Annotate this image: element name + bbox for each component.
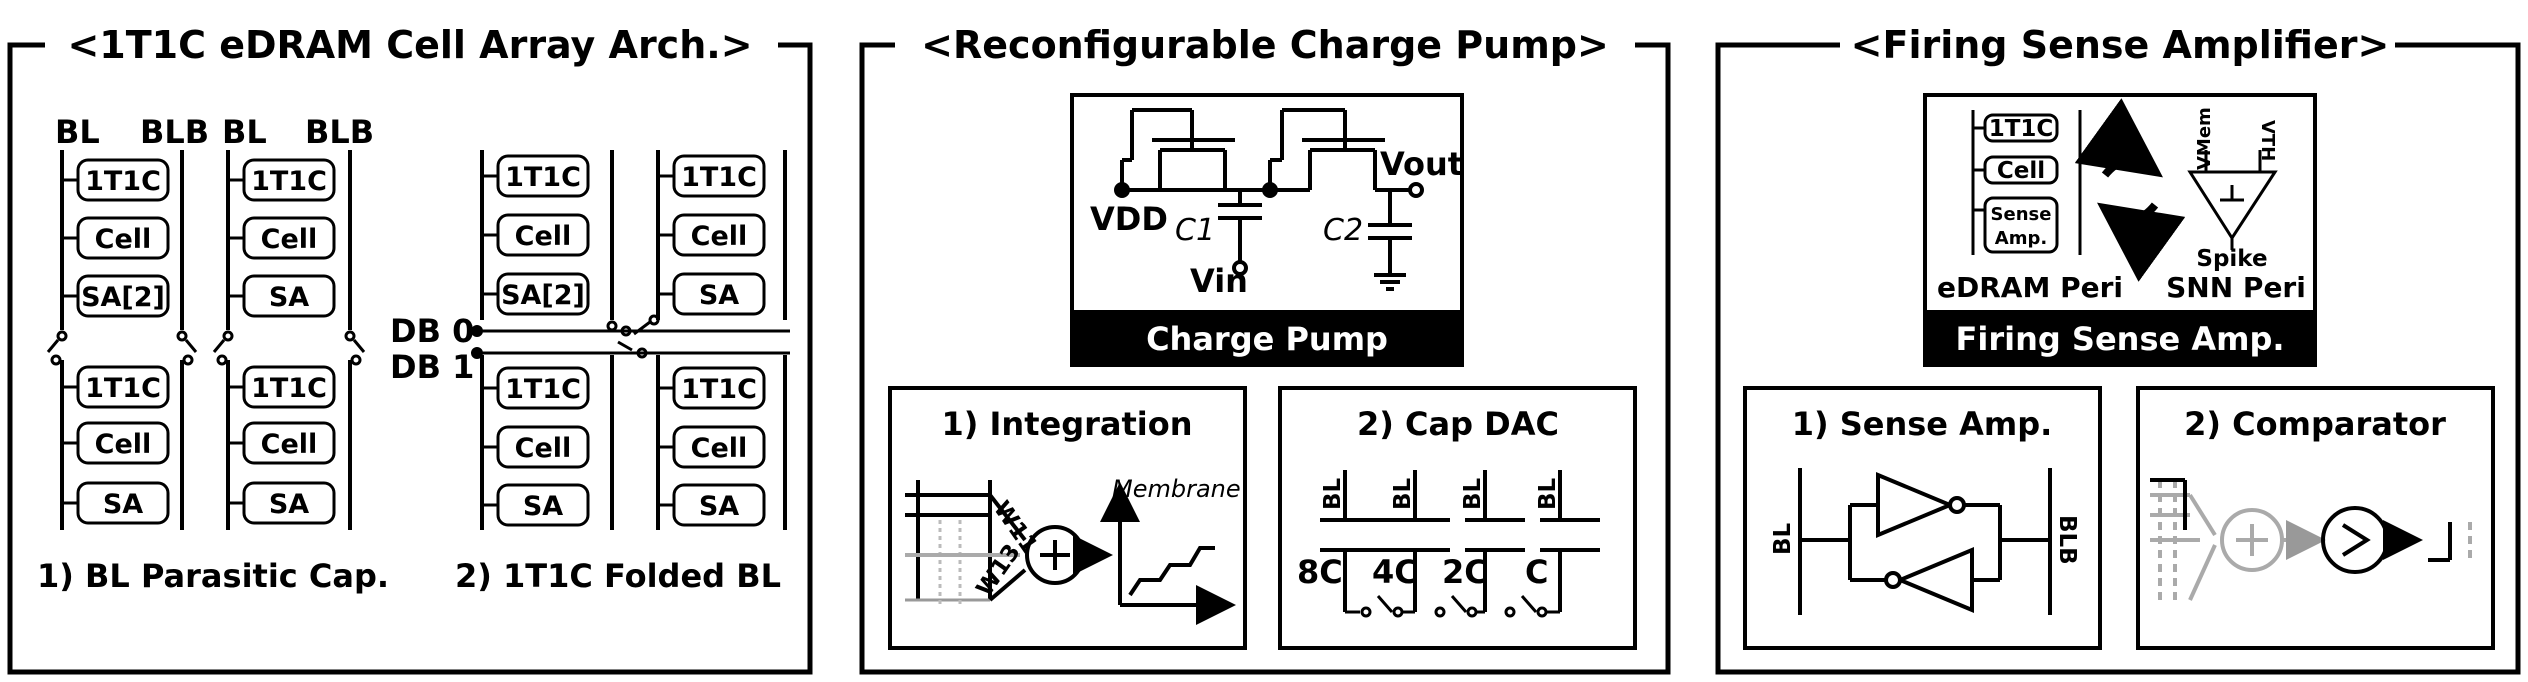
cell-label: Cell bbox=[95, 429, 152, 460]
spike-comparator-icon bbox=[2187, 150, 2278, 250]
cell-1t1c-label: 1T1C bbox=[505, 162, 581, 193]
bl-label: BL bbox=[55, 113, 100, 151]
charge-pump-banner bbox=[1072, 310, 1462, 365]
fsa-banner-text: Firing Sense Amp. bbox=[1956, 320, 2285, 358]
c2-label: C2 bbox=[1323, 213, 1363, 248]
charge-pump-banner-text: Charge Pump bbox=[1146, 320, 1388, 358]
db1-label: DB 1 bbox=[390, 348, 474, 386]
cell-1t1c-label: 1T1C bbox=[251, 373, 327, 404]
cell-label: Cell bbox=[515, 433, 572, 464]
sense-amp-title: 1) Sense Amp. bbox=[1792, 405, 2053, 443]
cell-label: Cell bbox=[95, 224, 152, 255]
comparator-box bbox=[2136, 386, 2495, 650]
fsa-1t1c-label: 1T1C bbox=[1989, 116, 2054, 142]
vmem-label: VMem bbox=[2194, 107, 2215, 170]
edram-sub1-caption: 1) BL Parasitic Cap. bbox=[37, 557, 389, 595]
edram-panel-title: <1T1C eDRAM Cell Array Arch.> bbox=[67, 23, 752, 67]
cap-dac-title: 2) Cap DAC bbox=[1357, 405, 1559, 443]
vin-label: Vin bbox=[1190, 262, 1248, 300]
pump-panel-title: <Reconfigurable Charge Pump> bbox=[921, 23, 1609, 67]
cell-1t1c-label: 1T1C bbox=[251, 166, 327, 197]
cap-dac-bl-label: BL bbox=[1390, 477, 1416, 510]
vout-label: Vout bbox=[1380, 145, 1463, 183]
cell-boxes-group2 bbox=[496, 154, 766, 527]
sa-ref-label: SA[2] bbox=[81, 282, 165, 313]
vdd-label: VDD bbox=[1090, 200, 1168, 238]
cell-boxes-group1 bbox=[76, 158, 336, 525]
cap-dac-bl-label: BL bbox=[1535, 477, 1561, 510]
cell-1t1c-label: 1T1C bbox=[505, 374, 581, 405]
fsa-panel bbox=[1715, 42, 2521, 675]
cap-4c-label: 4C bbox=[1372, 553, 1418, 591]
cell-label: Cell bbox=[261, 224, 318, 255]
cell-1t1c-label: 1T1C bbox=[681, 374, 757, 405]
fsa-cell-label: Cell bbox=[1997, 158, 2045, 184]
sense-amp-box bbox=[1743, 386, 2102, 650]
integration-schematic bbox=[905, 480, 1236, 625]
edram-peri-label: eDRAM Peri bbox=[1937, 271, 2123, 304]
cap-dac-box bbox=[1278, 386, 1637, 650]
folded-bl-arrays bbox=[471, 150, 790, 530]
charge-pump-schematic bbox=[1114, 108, 1424, 291]
snn-peri-label: SNN Peri bbox=[2166, 271, 2306, 304]
sa-ref-label: SA[2] bbox=[501, 280, 585, 311]
sa-label: SA bbox=[699, 491, 739, 522]
membrane-label: Membrane bbox=[1112, 475, 1241, 503]
cell-label: Cell bbox=[261, 429, 318, 460]
sense-amp-schematic bbox=[1798, 468, 2052, 615]
cell-label: Cell bbox=[691, 433, 748, 464]
cap-dac-schematic bbox=[1320, 470, 1600, 618]
sense-blb-label: BLB bbox=[2054, 515, 2080, 565]
cap-2c-label: 2C bbox=[1442, 553, 1488, 591]
sense-bl-label: BL bbox=[1770, 522, 1796, 555]
vth-label: VTH bbox=[2257, 120, 2278, 161]
cell-label: Cell bbox=[515, 221, 572, 252]
sa-label: SA bbox=[269, 489, 309, 520]
spike-label: Spike bbox=[2196, 246, 2267, 272]
swap-arrows-icon bbox=[2074, 98, 2186, 282]
blb-label: BLB bbox=[140, 113, 209, 151]
fsa-panel-title: <Firing Sense Amplifier> bbox=[1851, 23, 2390, 67]
cap-c-label: C bbox=[1525, 553, 1548, 591]
pump-panel bbox=[859, 42, 1671, 675]
sa-label: SA bbox=[269, 282, 309, 313]
bl-parasitic-arrays bbox=[46, 150, 366, 530]
cap-8c-label: 8C bbox=[1297, 553, 1343, 591]
fsa-amp-label: Amp. bbox=[1995, 228, 2047, 249]
edram-panel bbox=[7, 42, 813, 675]
sa-label: SA bbox=[103, 489, 143, 520]
comparator-title: 2) Comparator bbox=[2184, 405, 2446, 443]
pump-panel-frame bbox=[859, 42, 1671, 675]
integration-title: 1) Integration bbox=[941, 405, 1192, 443]
integration-box bbox=[888, 386, 1247, 650]
edram-panel-frame bbox=[7, 42, 813, 675]
comparator-schematic bbox=[2150, 478, 2472, 601]
cell-1t1c-label: 1T1C bbox=[85, 373, 161, 404]
cap-dac-bl-label: BL bbox=[1320, 477, 1346, 510]
sa-label: SA bbox=[699, 280, 739, 311]
fsa-panel-frame bbox=[1715, 42, 2521, 675]
fsa-sense-label: Sense bbox=[1991, 204, 2052, 225]
bl-label: BL bbox=[222, 113, 267, 151]
cell-label: Cell bbox=[691, 221, 748, 252]
c1-label: C1 bbox=[1175, 213, 1215, 248]
fsa-banner bbox=[1925, 310, 2315, 365]
db0-label: DB 0 bbox=[390, 312, 474, 350]
blb-label: BLB bbox=[305, 113, 374, 151]
edram-sub2-caption: 2) 1T1C Folded BL bbox=[455, 557, 781, 595]
cell-1t1c-label: 1T1C bbox=[681, 162, 757, 193]
cap-dac-bl-label: BL bbox=[1460, 477, 1486, 510]
w13-label: W13 bbox=[972, 540, 1026, 602]
cell-1t1c-label: 1T1C bbox=[85, 166, 161, 197]
sa-label: SA bbox=[523, 491, 563, 522]
